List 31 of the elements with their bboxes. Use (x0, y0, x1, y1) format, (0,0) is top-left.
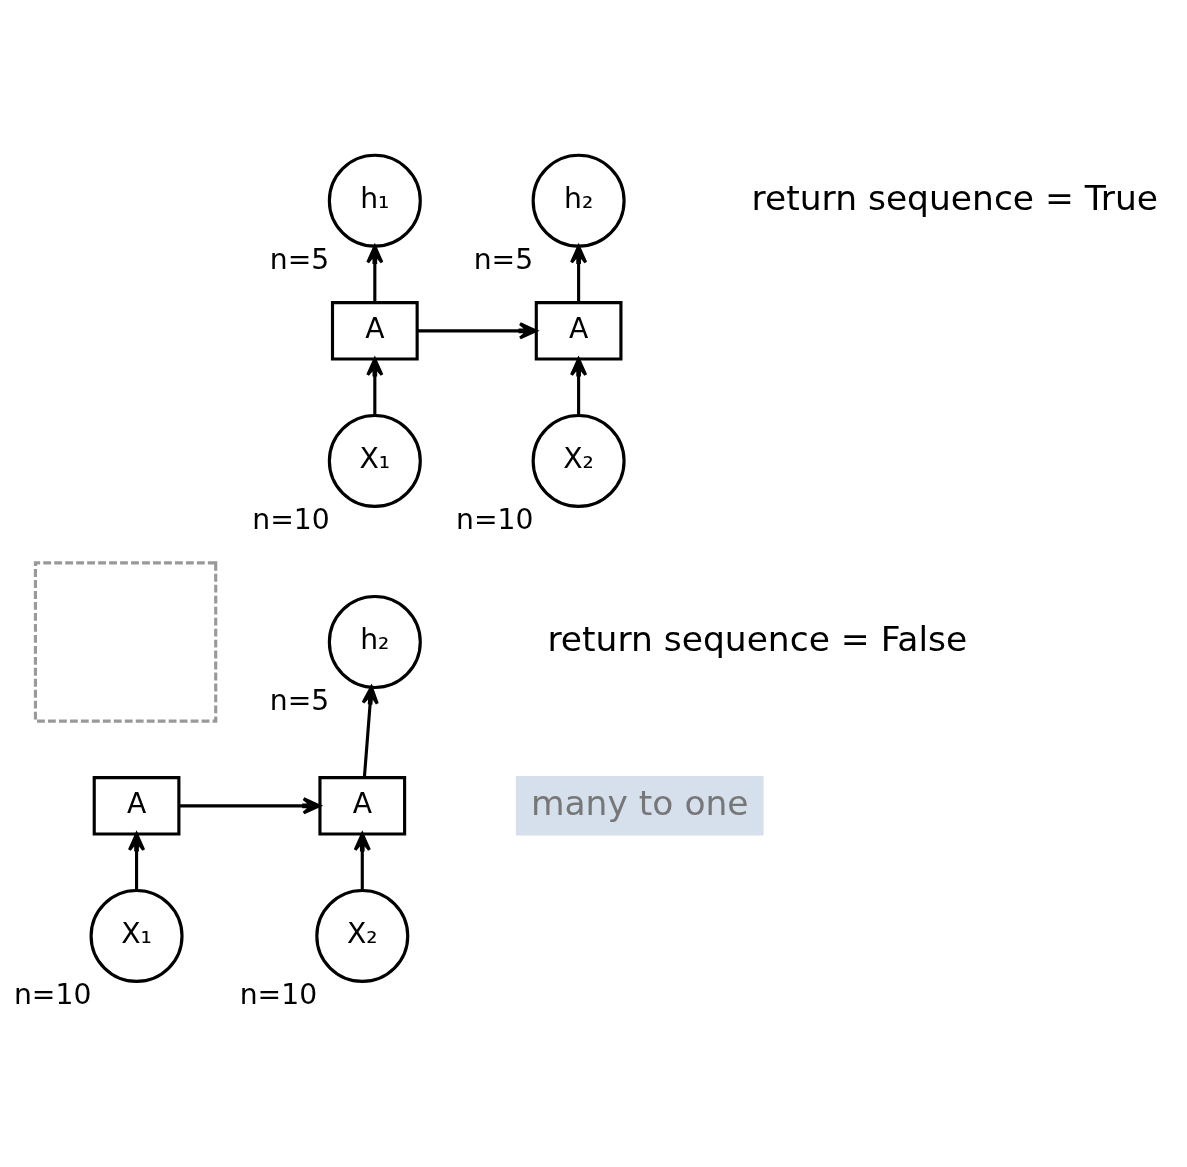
node-box: A (534, 300, 623, 361)
arrow (353, 832, 371, 890)
node-label: n=10 (456, 502, 534, 536)
node-box: A (92, 775, 181, 836)
node-label: n=5 (269, 242, 330, 276)
arrow (127, 832, 146, 890)
label: return sequence = True (751, 177, 1159, 218)
node-circle: X₂ (315, 888, 410, 983)
label: return sequence = False (547, 618, 968, 659)
node-label: n=10 (13, 977, 92, 1011)
arrow (569, 244, 588, 302)
node-label: n=5 (269, 683, 330, 717)
node-label: n=10 (239, 977, 318, 1011)
label: many to one (530, 782, 749, 823)
node-circle: h₁ (327, 153, 422, 248)
node-circle: X₁ (327, 413, 422, 508)
node-circle: h₂ (531, 153, 626, 248)
arrow (417, 321, 538, 339)
node-circle: X₁ (89, 888, 184, 983)
node-box: A (318, 775, 407, 836)
arrow (569, 357, 588, 415)
arrow (366, 357, 384, 415)
arrow (366, 244, 384, 302)
node-label: n=5 (473, 242, 534, 276)
node-box: A (330, 300, 419, 361)
node-label: n=10 (252, 502, 330, 536)
node-circle: h₂ (327, 594, 422, 689)
node-box (33, 560, 218, 723)
node-circle: X₂ (531, 413, 626, 508)
arrow (179, 796, 321, 814)
arrow (361, 685, 379, 777)
